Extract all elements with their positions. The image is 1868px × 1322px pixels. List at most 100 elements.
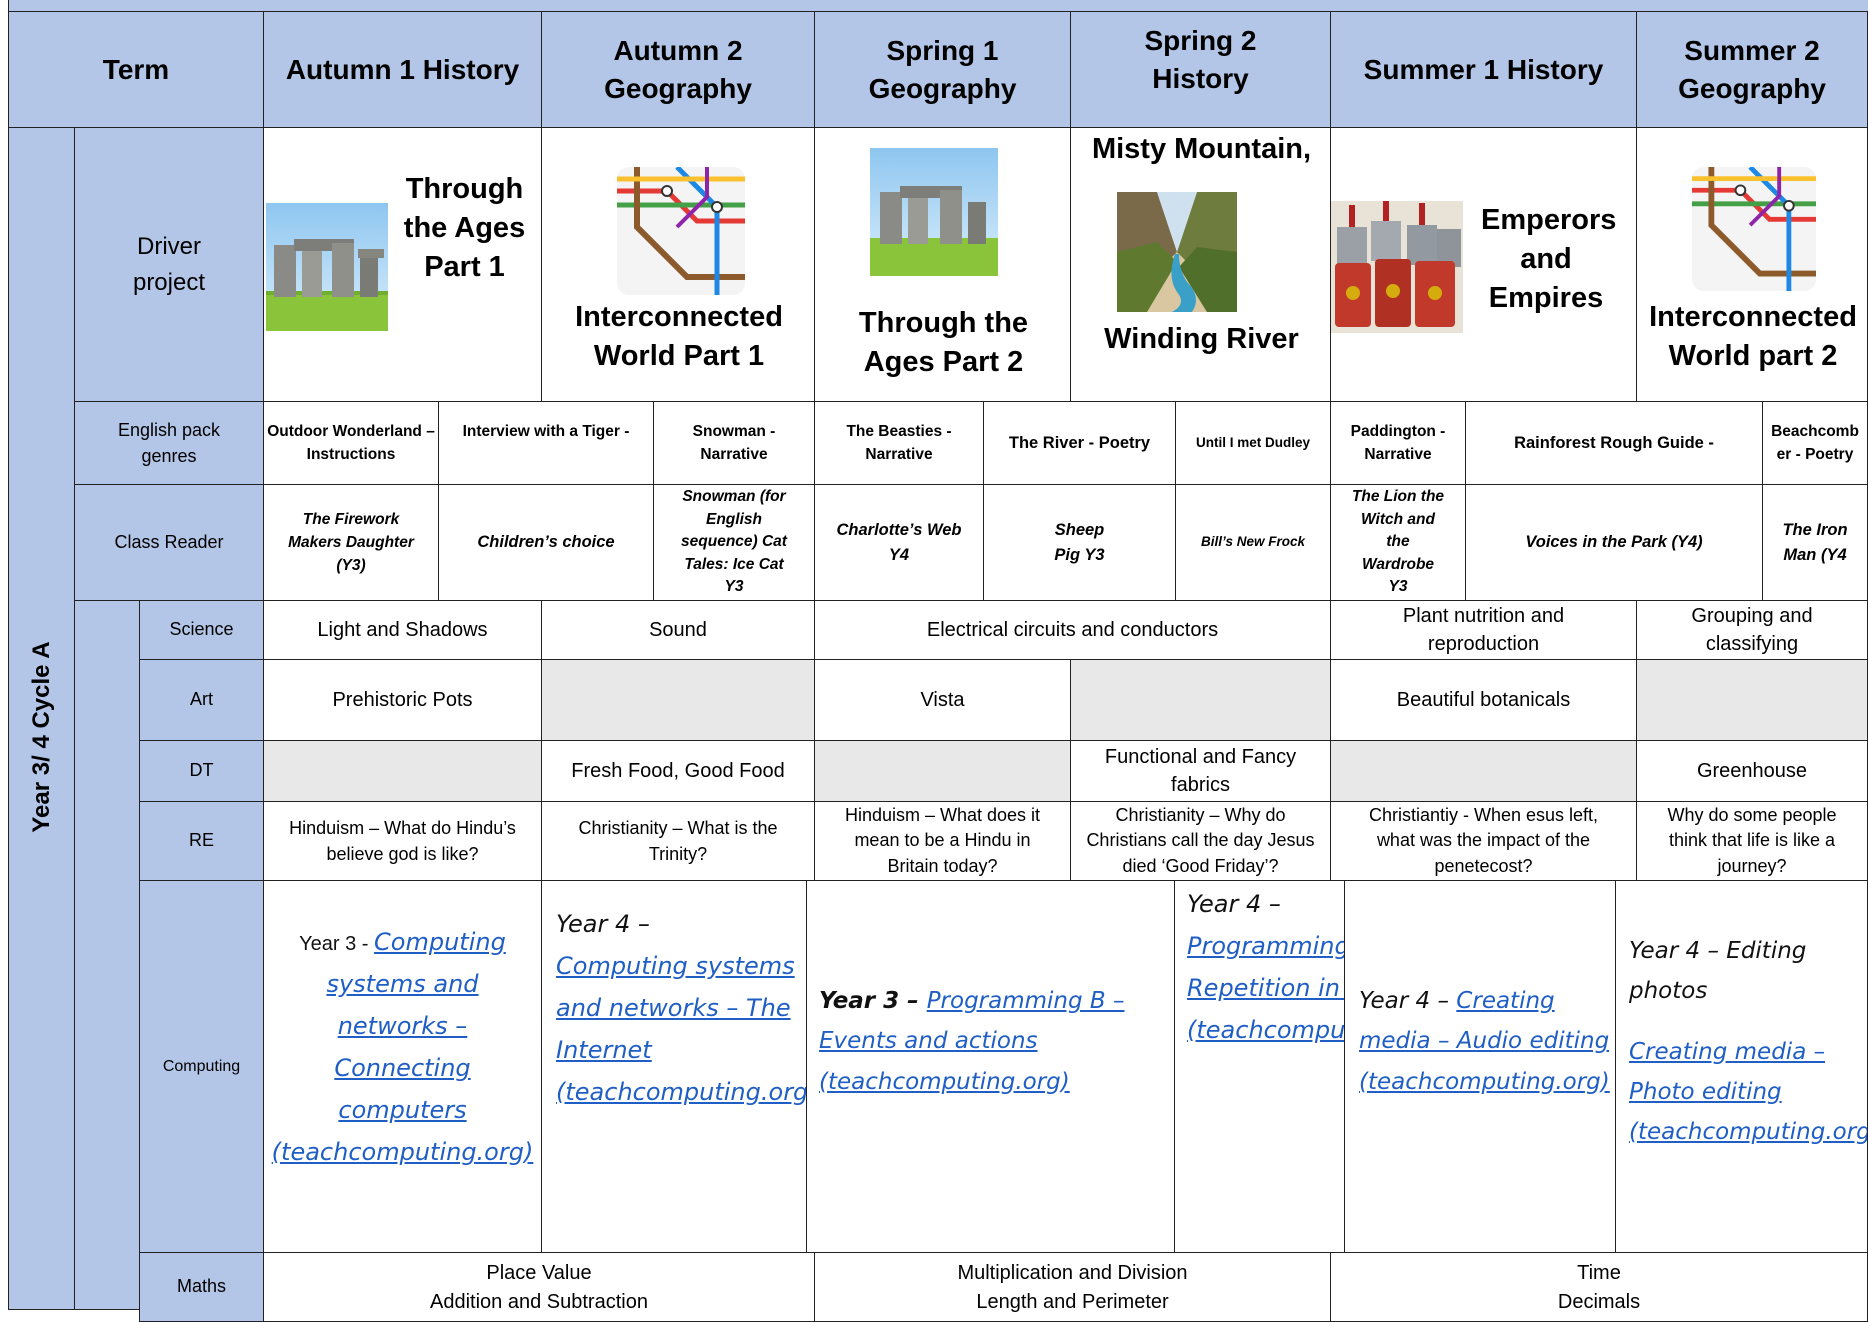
computing-cell-3: Year 3 – Programming B – Events and acti… [806, 880, 1175, 1253]
computing-6-link[interactable]: Creating media – Photo editing (teachcom… [1629, 1038, 1868, 1146]
term-spring2: Spring 2 History [1070, 11, 1331, 128]
dt-item [263, 740, 542, 802]
computing-2-link[interactable]: Computing systems and networks – The Int… [556, 952, 807, 1106]
computing-4-prefix: Year 4 – [1187, 890, 1281, 918]
dt-item [1330, 740, 1637, 802]
maths-label: Maths [139, 1252, 264, 1322]
computing-cell-6: Year 4 – Editing photos Creating media –… [1615, 880, 1868, 1253]
computing-cell-1: Year 3 - Computing systems and networks … [263, 880, 542, 1253]
term-header: Term [8, 11, 264, 128]
english-item: The Beasties - Narrative [814, 401, 984, 485]
term-autumn2: Autumn 2 Geography [541, 11, 815, 128]
driver-project-6-title: Interconnected World part 2 [1649, 301, 1857, 373]
reader-item: Voices in the Park (Y4) [1465, 484, 1763, 601]
reader-item: Snowman (for English sequence) Cat Tales… [653, 484, 815, 601]
computing-cell-2: Year 4 – Computing systems and networks … [541, 880, 807, 1253]
reader-item: The Lion the Witch and the Wardrobe Y3 [1330, 484, 1466, 601]
computing-label: Computing [139, 880, 264, 1253]
art-item [1636, 659, 1868, 741]
year-cycle-sidebar [8, 127, 75, 1310]
science-item: Electrical circuits and conductors [814, 600, 1331, 660]
english-label: English pack genres [74, 401, 264, 485]
reader-item: Children’s choice [438, 484, 654, 601]
computing-cell-4: Year 4 – Programming B – Repetition in g… [1174, 880, 1345, 1253]
computing-6-prefix: Year 4 – Editing photos [1629, 938, 1807, 1005]
reader-item: Bill’s New Frock [1175, 484, 1331, 601]
maths-item-line: Time [1577, 1262, 1621, 1284]
maths-item-line: Place Value [486, 1262, 592, 1284]
reader-label: Class Reader [74, 484, 264, 601]
driver-project-4: Misty Mountain, Winding River [1070, 127, 1331, 402]
driver-project-4-title-bottom: Winding River [1104, 323, 1299, 355]
reader-item: Charlotte’s Web Y4 [814, 484, 984, 601]
english-item: Beachcomber - Poetry [1762, 401, 1868, 485]
dt-item [814, 740, 1071, 802]
english-item: The River - Poetry [983, 401, 1176, 485]
mountain-valley-image [1117, 192, 1237, 312]
stonehenge-image [266, 203, 388, 331]
computing-3-prefix: Year 3 – [819, 988, 927, 1014]
re-item: Hinduism – What do Hindu’s believe god i… [263, 801, 542, 881]
computing-cell-5: Year 4 – Creating media – Audio editing … [1344, 880, 1616, 1253]
driver-project-3: Through the Ages Part 2 [814, 127, 1071, 402]
term-summer2: Summer 2 Geography [1636, 11, 1868, 128]
maths-item-line: Multiplication and Division [957, 1262, 1188, 1284]
art-item: Prehistoric Pots [263, 659, 542, 741]
re-item: Christianity – Why do Christians call th… [1070, 801, 1331, 881]
science-item: Light and Shadows [263, 600, 542, 660]
reader-item: Sheep Pig Y3 [983, 484, 1176, 601]
dt-item: Functional and Fancy fabrics [1070, 740, 1331, 802]
dt-item: Fresh Food, Good Food [541, 740, 815, 802]
driver-project-5-title: Emperors and Empires [1481, 204, 1617, 315]
art-item [1070, 659, 1331, 741]
driver-project-1: Through the Ages Part 1 [263, 127, 542, 402]
computing-1-prefix: Year 3 - [299, 933, 375, 955]
term-summer1: Summer 1 History [1330, 11, 1637, 128]
re-label: RE [139, 801, 264, 881]
driver-project-3-title: Through the Ages Part 2 [858, 307, 1029, 379]
maths-item: Multiplication and Division Length and P… [814, 1252, 1331, 1322]
science-item: Grouping and classifying [1636, 600, 1868, 660]
english-item: Snowman - Narrative [653, 401, 815, 485]
reader-item: The Firework Makers Daughter (Y3) [263, 484, 439, 601]
science-item: Sound [541, 600, 815, 660]
dt-label: DT [139, 740, 264, 802]
computing-2-prefix: Year 4 – [556, 910, 650, 938]
art-item: Beautiful botanicals [1330, 659, 1637, 741]
term-spring1: Spring 1 Geography [814, 11, 1071, 128]
art-item [541, 659, 815, 741]
maths-item: Place Value Addition and Subtraction [263, 1252, 815, 1322]
computing-1-link[interactable]: Computing systems and networks – Connect… [271, 928, 534, 1166]
re-item: Why do some people think that life is li… [1636, 801, 1868, 881]
maths-item-line: Length and Perimeter [976, 1291, 1169, 1313]
subject-group-bar [74, 600, 140, 1310]
science-item: Plant nutrition and reproduction [1330, 600, 1637, 660]
driver-project-1-title: Through the Ages Part 1 [403, 173, 526, 284]
computing-5-link[interactable]: Creating media – Audio editing (teachcom… [1359, 988, 1610, 1095]
science-label: Science [139, 600, 264, 660]
year-cycle-label: Year 3/ 4 Cycle A [28, 641, 55, 833]
english-item: Paddington - Narrative [1330, 401, 1466, 485]
art-item: Vista [814, 659, 1071, 741]
computing-3-link[interactable]: Programming B – Events and actions (teac… [819, 988, 1125, 1095]
driver-project-2: Interconnected World Part 1 [541, 127, 815, 402]
english-item: Until I met Dudley [1175, 401, 1331, 485]
term-autumn1: Autumn 1 History [263, 11, 542, 128]
driver-project-2-title: Interconnected World Part 1 [575, 301, 783, 373]
stonehenge-image [870, 148, 998, 276]
english-item: Outdoor Wonderland – Instructions [263, 401, 439, 485]
driver-project-6: Interconnected World part 2 [1636, 127, 1868, 402]
transit-map-image [617, 167, 745, 295]
roman-soldiers-image [1331, 201, 1463, 333]
re-item: Christianity – What is the Trinity? [541, 801, 815, 881]
english-item: Rainforest Rough Guide - [1465, 401, 1763, 485]
maths-item: Time Decimals [1330, 1252, 1868, 1322]
driver-project-5: Emperors and Empires [1330, 127, 1637, 402]
computing-4-link[interactable]: Programming B – Repetition in games (tea… [1187, 932, 1345, 1044]
re-item: Christiantiy - When esus left, what was … [1330, 801, 1637, 881]
reader-item: The Iron Man (Y4 [1762, 484, 1868, 601]
maths-item-line: Addition and Subtraction [430, 1291, 648, 1313]
re-item: Hinduism – What does it mean to be a Hin… [814, 801, 1071, 881]
driver-project-4-title-top: Misty Mountain, [1091, 133, 1312, 165]
driver-label: Driver project [74, 127, 264, 402]
